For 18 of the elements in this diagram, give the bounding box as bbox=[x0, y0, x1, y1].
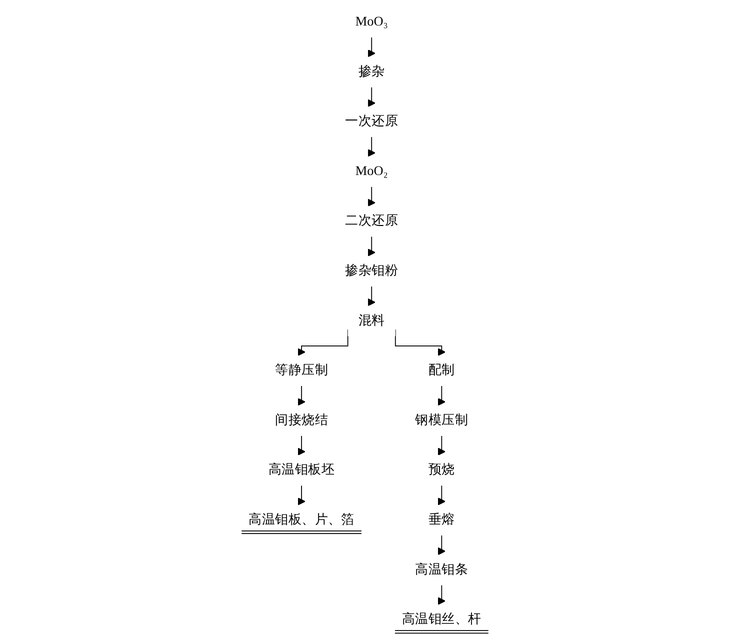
arrow bbox=[368, 86, 376, 107]
arrow bbox=[438, 435, 446, 456]
arrow bbox=[438, 485, 446, 506]
arrow bbox=[298, 485, 306, 506]
arrow bbox=[438, 584, 446, 605]
step-text: 混料 bbox=[348, 306, 396, 336]
arrow bbox=[298, 386, 306, 406]
step-text: 高温钼丝、杆 bbox=[391, 604, 492, 635]
arrow bbox=[368, 136, 376, 157]
arrow bbox=[438, 386, 446, 406]
step-text: 等静压制 bbox=[264, 356, 339, 386]
arrow bbox=[368, 236, 376, 256]
step-text: 配制 bbox=[418, 356, 466, 386]
arrow bbox=[368, 286, 376, 306]
arrow bbox=[368, 186, 376, 207]
arrow bbox=[298, 435, 306, 456]
arrow bbox=[438, 534, 446, 556]
arrow bbox=[368, 37, 376, 58]
